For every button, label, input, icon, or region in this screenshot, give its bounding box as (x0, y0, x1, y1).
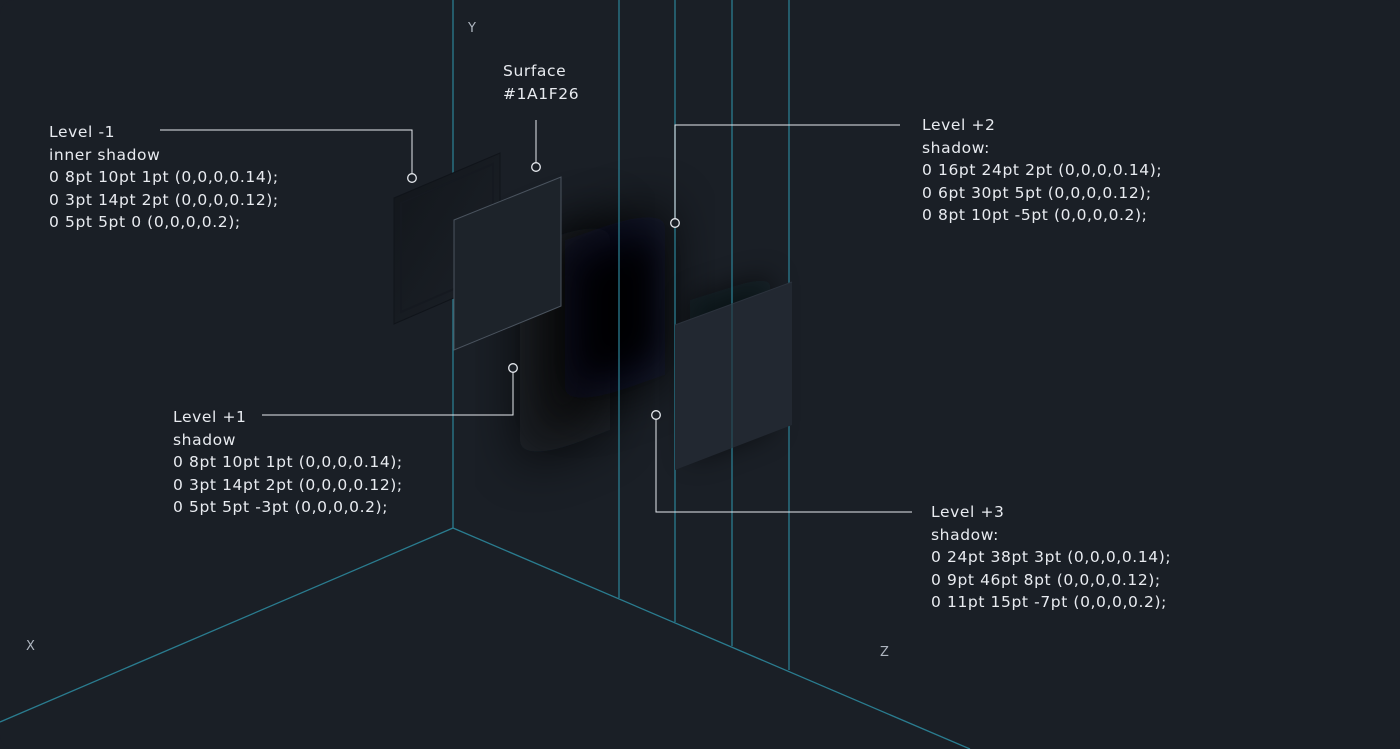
surface-panel (453, 176, 562, 351)
marker-surface (531, 162, 541, 172)
level-plus3-line: 0 11pt 15pt -7pt (0,0,0,0.2); (931, 593, 1167, 612)
leader-lines (160, 120, 912, 513)
level-plus3-card (674, 281, 793, 470)
axis-lines (0, 0, 971, 749)
axis-label-z: Z (880, 645, 890, 660)
level-plus1-line: 0 8pt 10pt 1pt (0,0,0,0.14); (173, 453, 403, 472)
level-minus1-label: Level -1 inner shadow 0 8pt 10pt 1pt (0,… (49, 121, 279, 234)
level-plus3-line: shadow: (931, 525, 999, 544)
marker-level-plus2 (670, 218, 680, 228)
level-plus1-line: 0 5pt 5pt -3pt (0,0,0,0.2); (173, 498, 389, 517)
level-plus3-line: 0 9pt 46pt 8pt (0,0,0,0.12); (931, 570, 1161, 589)
level-plus2-line: 0 6pt 30pt 5pt (0,0,0,0.12); (922, 183, 1152, 202)
level-minus1-title: Level -1 (49, 123, 116, 141)
level-plus2-line: shadow: (922, 138, 990, 157)
level-plus2-line: 0 8pt 10pt -5pt (0,0,0,0.2); (922, 206, 1148, 225)
marker-level-plus1 (508, 363, 518, 373)
surface-label: Surface #1A1F26 (503, 60, 579, 105)
leader-line-level-minus1 (160, 129, 413, 178)
level-plus3-line: 0 24pt 38pt 3pt (0,0,0,0.14); (931, 548, 1172, 567)
level-plus2-label: Level +2 shadow: 0 16pt 24pt 2pt (0,0,0,… (922, 114, 1162, 227)
level-minus1-line: inner shadow (49, 145, 161, 164)
marker-level-plus3 (651, 410, 661, 420)
axis-label-x: X (26, 639, 36, 654)
level-plus1-title: Level +1 (173, 408, 247, 426)
level-plus1-line: 0 3pt 14pt 2pt (0,0,0,0.12); (173, 475, 403, 494)
level-plus1-line: shadow (173, 430, 236, 449)
shadow-plus2-core (585, 245, 650, 375)
level-minus1-line: 0 8pt 10pt 1pt (0,0,0,0.14); (49, 168, 279, 187)
level-plus3-title: Level +3 (931, 503, 1005, 521)
level-plus1-label: Level +1 shadow 0 8pt 10pt 1pt (0,0,0,0.… (173, 406, 403, 519)
surface-title: Surface (503, 62, 567, 80)
level-plus2-title: Level +2 (922, 116, 996, 134)
surface-color: #1A1F26 (503, 84, 580, 103)
level-minus1-line: 0 3pt 14pt 2pt (0,0,0,0.12); (49, 190, 279, 209)
axis-line-x (0, 527, 454, 723)
axis-label-y: Y (468, 21, 477, 36)
marker-level-minus1 (407, 173, 417, 183)
leader-dots (407, 162, 680, 420)
leader-line-level-plus1 (262, 372, 514, 416)
axis-line-z (452, 527, 971, 749)
leader-line-level-plus3 (655, 419, 912, 513)
level-plus3-label: Level +3 shadow: 0 24pt 38pt 3pt (0,0,0,… (931, 501, 1171, 614)
level-minus1-line: 0 5pt 5pt 0 (0,0,0,0.2); (49, 213, 241, 232)
leader-line-level-plus2 (674, 124, 900, 219)
level-plus2-line: 0 16pt 24pt 2pt (0,0,0,0.14); (922, 161, 1163, 180)
